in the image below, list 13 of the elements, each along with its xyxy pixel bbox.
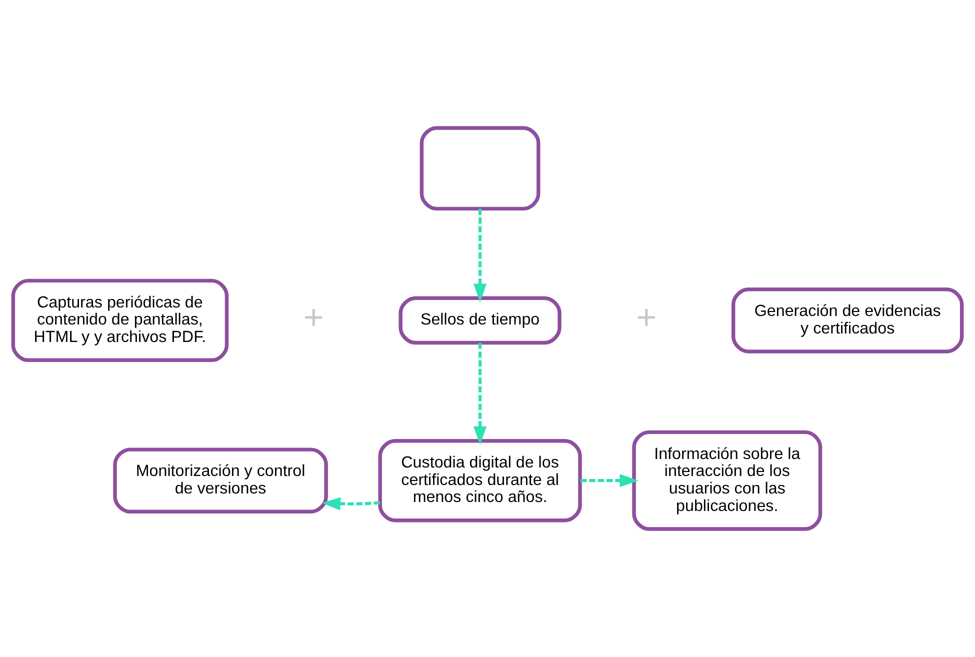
label: + [636,298,657,337]
arrow [474,342,487,445]
node-box: Sellos de tiempo [398,296,562,345]
arrow [580,474,638,488]
node-box: Generación de evidencias y certificados [732,288,964,354]
node-box [420,126,540,211]
arrow [474,208,487,302]
node-box: Custodia digital de los certificados durante al menos cinco años. [378,439,582,522]
node-box: Monitorización y control de versiones [113,448,328,514]
node-box: Capturas periódicas de contenido de pantallas, HTML y y archivos PDF. [11,278,229,362]
arrow [322,497,380,510]
node-box: Información sobre la interacción de los usuarios con las publicaciones. [632,430,822,531]
label: + [304,298,324,337]
